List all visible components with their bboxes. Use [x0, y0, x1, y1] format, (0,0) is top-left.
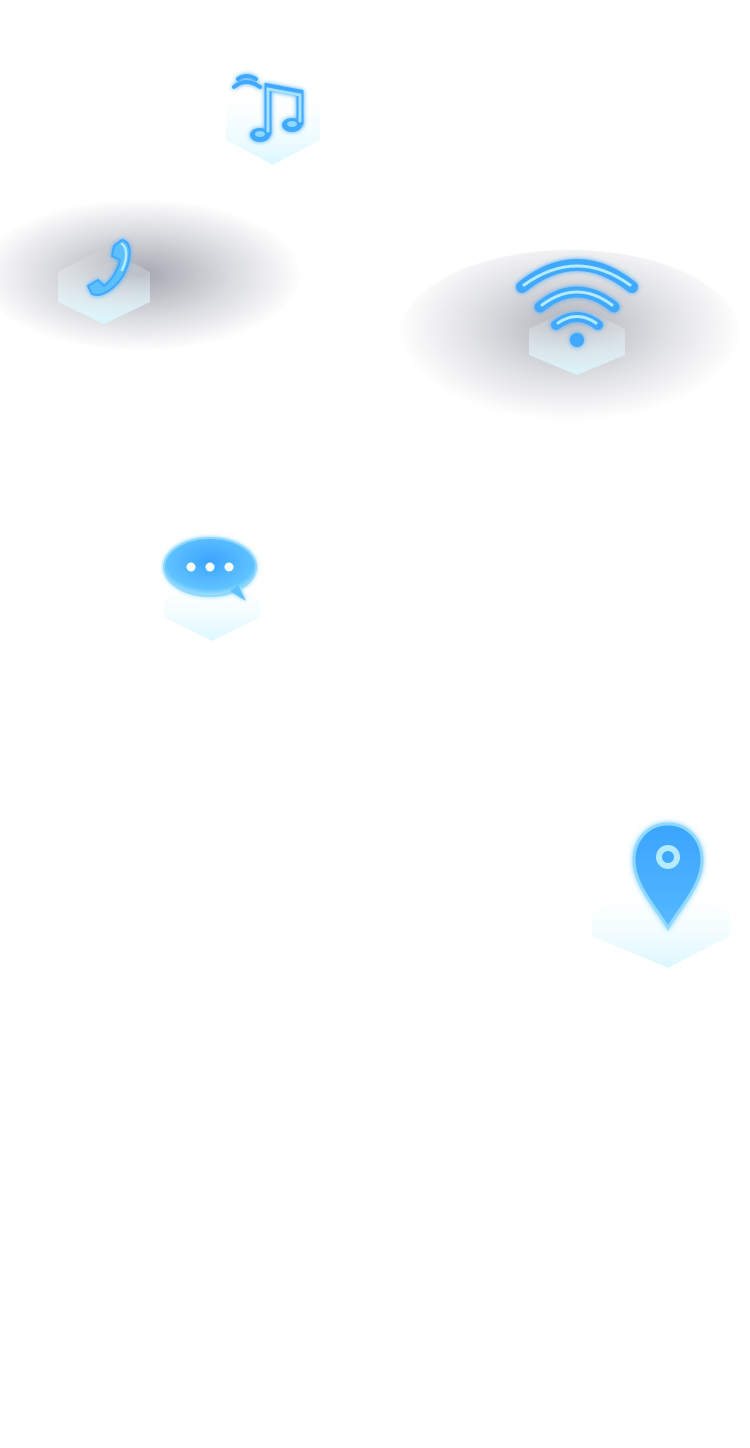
phone-icon[interactable] [52, 228, 157, 328]
location-pin-icon[interactable] [590, 820, 735, 972]
chat-bubble-icon[interactable] [160, 535, 265, 645]
wifi-icon[interactable] [510, 255, 645, 380]
music-note-icon[interactable] [220, 55, 330, 170]
